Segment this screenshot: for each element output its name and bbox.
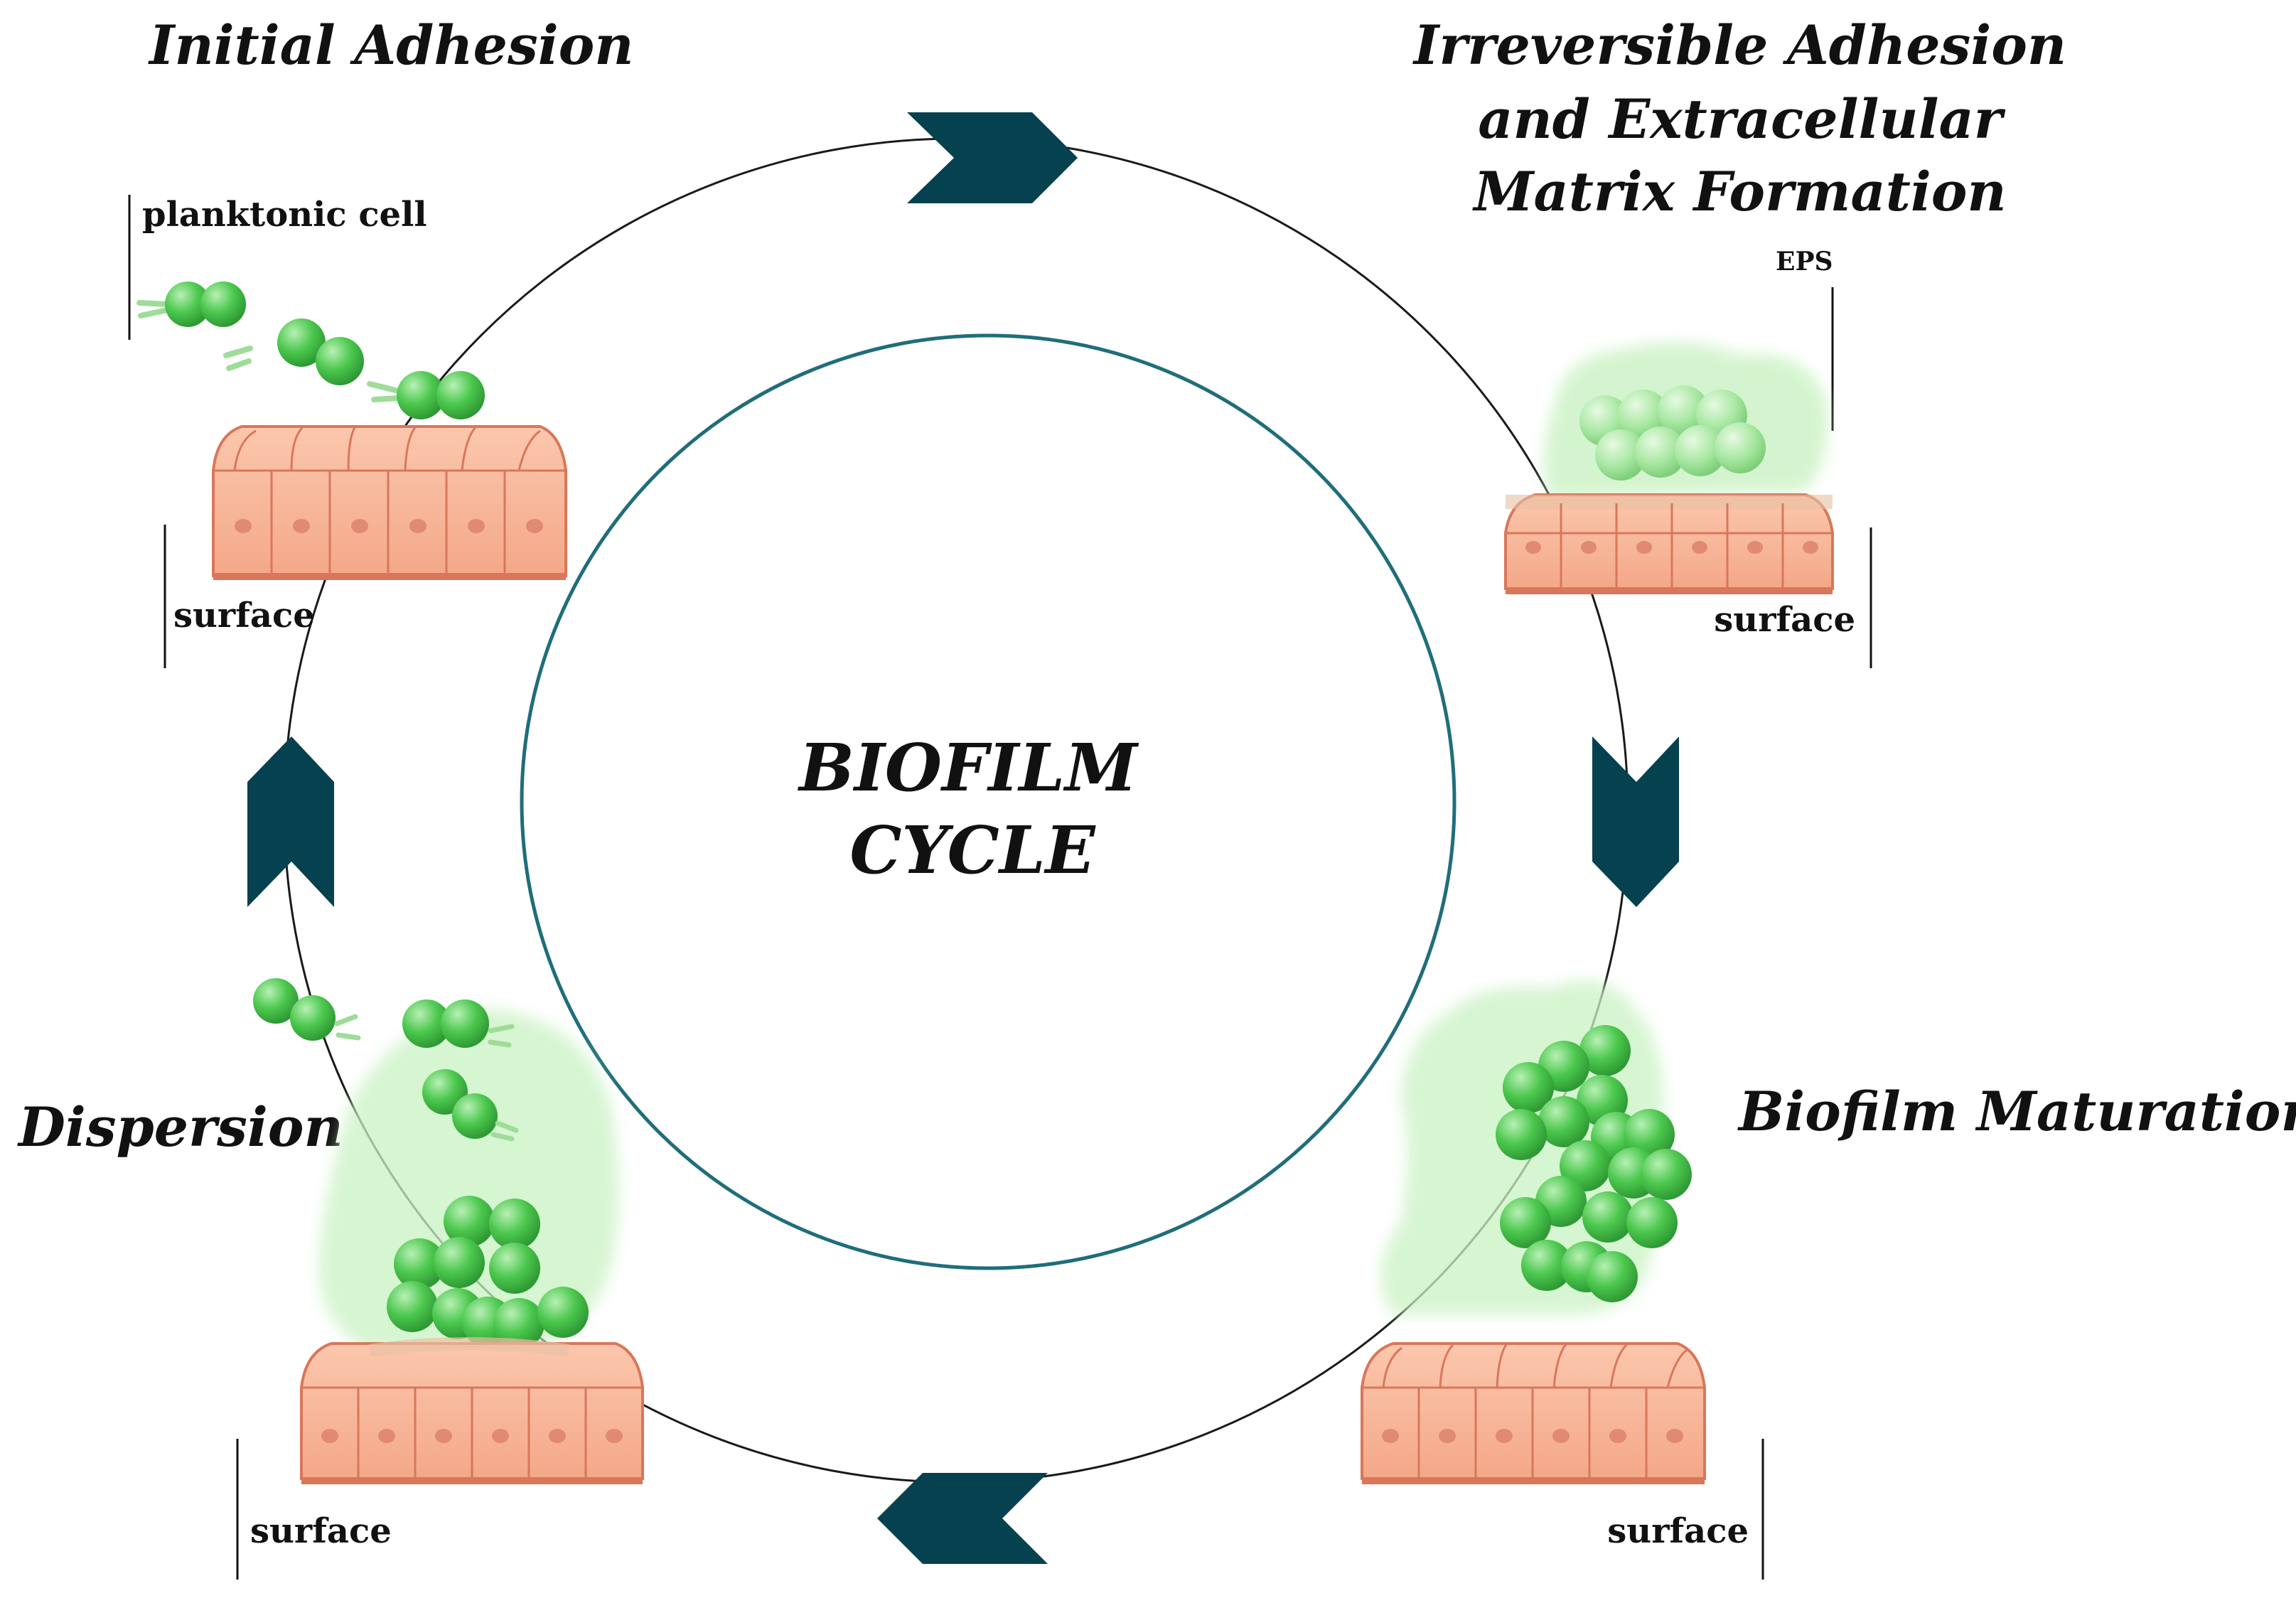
planktonic-bacteria (136, 282, 485, 419)
stage-title-dispersion: Dispersion (17, 1095, 343, 1159)
stage-irreversible-adhesion: Irreversible Adhesion and Extracellular … (1412, 14, 2066, 668)
stage-biofilm-maturation: Biofilm Maturation (1361, 981, 2296, 1580)
eps-label: EPS (1776, 247, 1833, 277)
stage-title-irreversible-line3: Matrix Formation (1471, 160, 2006, 223)
surface-tissue (212, 425, 567, 580)
stage-title-biofilm-maturation: Biofilm Maturation (1737, 1080, 2296, 1143)
tissue-maturation (1361, 1342, 1706, 1484)
surface-label-initial: surface (173, 596, 315, 636)
mature-bacteria-cluster (1496, 1025, 1692, 1302)
tissue-dispersion (300, 1337, 644, 1484)
arrow-left-bottom (877, 1473, 1048, 1564)
arrow-up-left (247, 736, 334, 907)
planktonic-cell-label: planktonic cell (142, 195, 427, 235)
surface-label-maturation: surface (1607, 1511, 1749, 1551)
stage-title-initial-adhesion: Initial Adhesion (148, 14, 634, 77)
residual-biofilm-bacteria (387, 1196, 589, 1349)
stage-initial-adhesion: Initial Adhesion planktonic cell (128, 14, 634, 668)
inner-cycle-ring (520, 333, 1457, 1270)
surface-label-dispersion: surface (250, 1511, 392, 1551)
attached-bacteria-light (1579, 385, 1766, 481)
arrow-down-right (1592, 736, 1679, 907)
stage-dispersion: Dispersion (17, 978, 644, 1580)
center-title-line1: BIOFILM (797, 729, 1139, 806)
stage-title-irreversible-line1: Irreversible Adhesion (1412, 14, 2066, 77)
stage-title-irreversible-line2: and Extracellular (1478, 87, 2005, 151)
tissue-irreversible (1504, 493, 1834, 594)
dispersing-bacteria (253, 978, 519, 1142)
cycle-arrows (247, 112, 1679, 1564)
surface-label-irreversible: surface (1714, 600, 1855, 640)
center-title-line2: CYCLE (849, 812, 1096, 889)
arrow-right-top (907, 112, 1078, 203)
